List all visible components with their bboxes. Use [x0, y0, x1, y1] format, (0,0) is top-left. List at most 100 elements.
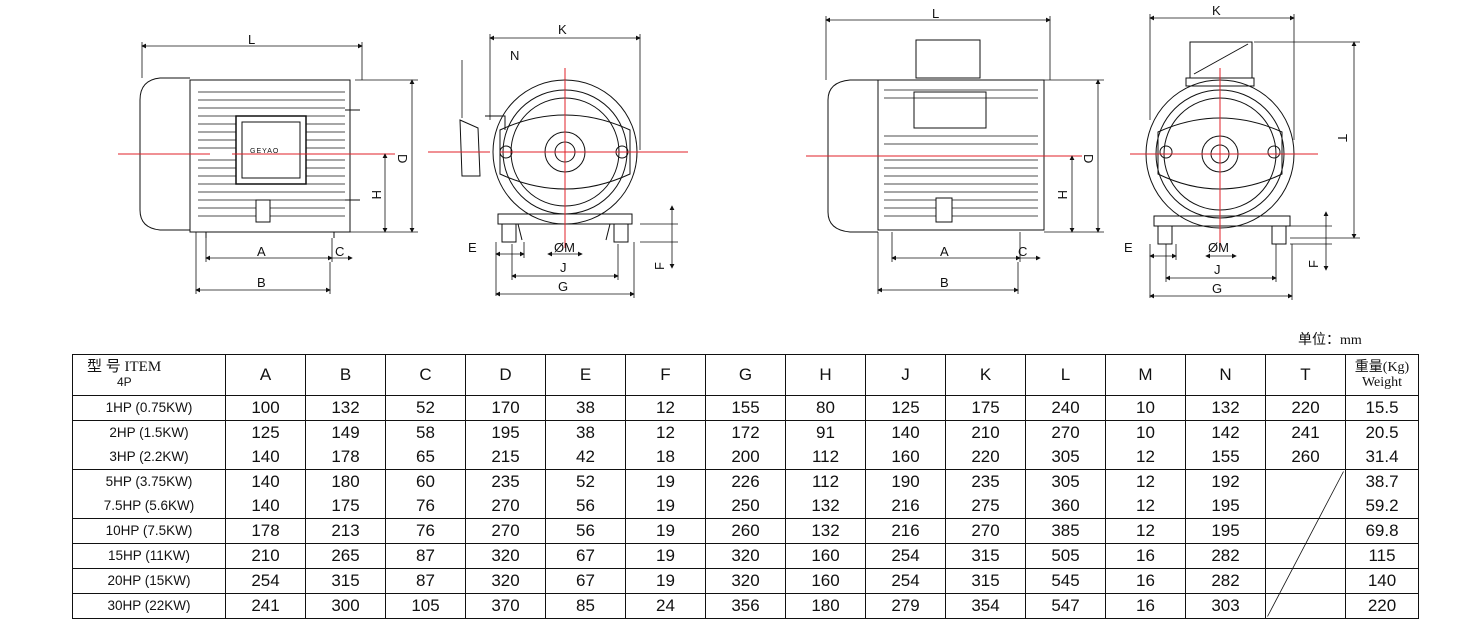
value-cell-F: 18: [625, 445, 706, 470]
value-cell-B: 180: [305, 469, 386, 494]
value-cell-T: 241: [1265, 420, 1346, 445]
value-cell-E: 56: [545, 494, 626, 519]
value-cell-A: 241: [225, 593, 306, 619]
column-header-K: K: [945, 354, 1026, 396]
value-cell-A: 140: [225, 445, 306, 470]
value-cell-T: [1265, 518, 1346, 544]
value-cell-A: 210: [225, 543, 306, 569]
dim-label-T-4: T: [1335, 134, 1350, 142]
value-cell-G: 250: [705, 494, 786, 519]
value-cell-F: 12: [625, 420, 706, 445]
value-cell-L: 385: [1025, 518, 1106, 544]
value-cell-F: 19: [625, 568, 706, 594]
side-view-3-dimensions: [825, 16, 1104, 294]
technical-drawings: GEYAO L D H A C B: [118, 3, 1360, 300]
value-cell-G: 356: [705, 593, 786, 619]
value-cell-D: 270: [465, 494, 546, 519]
value-cell-B: 213: [305, 518, 386, 544]
value-cell-C: 76: [385, 518, 466, 544]
value-cell-B: 178: [305, 445, 386, 470]
value-cell-C: 52: [385, 395, 466, 421]
column-header-M: M: [1105, 354, 1186, 396]
value-cell-J: 190: [865, 469, 946, 494]
value-cell-J: 125: [865, 395, 946, 421]
column-header-G: G: [705, 354, 786, 396]
dim-label-F-4: F: [1306, 260, 1321, 268]
value-cell-F: 12: [625, 395, 706, 421]
weight-cell: 140: [1345, 568, 1419, 594]
weight-cell: 31.4: [1345, 445, 1419, 470]
dim-label-J-4: J: [1214, 262, 1221, 277]
value-cell-G: 226: [705, 469, 786, 494]
value-cell-N: 282: [1185, 543, 1266, 569]
dim-label-D-1: D: [395, 154, 410, 163]
value-cell-A: 178: [225, 518, 306, 544]
value-cell-D: 215: [465, 445, 546, 470]
value-cell-K: 235: [945, 469, 1026, 494]
dim-label-K-2: K: [558, 22, 567, 37]
value-cell-J: 254: [865, 568, 946, 594]
value-cell-C: 58: [385, 420, 466, 445]
value-cell-A: 125: [225, 420, 306, 445]
dim-label-C-3: C: [1018, 244, 1027, 259]
value-cell-J: 279: [865, 593, 946, 619]
model-cell: 3HP (2.2KW): [72, 445, 226, 470]
value-cell-B: 265: [305, 543, 386, 569]
value-cell-N: 132: [1185, 395, 1266, 421]
value-cell-J: 216: [865, 518, 946, 544]
value-cell-D: 320: [465, 543, 546, 569]
weight-cell: 220: [1345, 593, 1419, 619]
value-cell-K: 210: [945, 420, 1026, 445]
dim-label-A-3: A: [940, 244, 949, 259]
value-cell-G: 200: [705, 445, 786, 470]
value-cell-D: 370: [465, 593, 546, 619]
model-cell: 5HP (3.75KW): [72, 469, 226, 494]
value-cell-A: 100: [225, 395, 306, 421]
column-header-N: N: [1185, 354, 1266, 396]
dim-label-A-1: A: [257, 244, 266, 259]
value-cell-H: 132: [785, 494, 866, 519]
column-header-E: E: [545, 354, 626, 396]
value-cell-K: 275: [945, 494, 1026, 519]
column-header-F: F: [625, 354, 706, 396]
value-cell-H: 80: [785, 395, 866, 421]
column-header-B: B: [305, 354, 386, 396]
column-header-A: A: [225, 354, 306, 396]
value-cell-L: 505: [1025, 543, 1106, 569]
value-cell-T: [1265, 469, 1346, 494]
weight-cell: 115: [1345, 543, 1419, 569]
value-cell-N: 303: [1185, 593, 1266, 619]
value-cell-B: 132: [305, 395, 386, 421]
weight-cell: 20.5: [1345, 420, 1419, 445]
value-cell-N: 155: [1185, 445, 1266, 470]
model-cell: 10HP (7.5KW): [72, 518, 226, 544]
weight-header-cn: 重量(Kg): [1354, 360, 1410, 375]
value-cell-J: 216: [865, 494, 946, 519]
column-header-T: T: [1265, 354, 1346, 396]
weight-cell: 59.2: [1345, 494, 1419, 519]
dim-label-D-3: D: [1081, 154, 1096, 163]
value-cell-H: 160: [785, 543, 866, 569]
value-cell-E: 67: [545, 568, 626, 594]
value-cell-K: 315: [945, 568, 1026, 594]
value-cell-L: 305: [1025, 445, 1106, 470]
value-cell-C: 87: [385, 568, 466, 594]
value-cell-L: 545: [1025, 568, 1106, 594]
dim-label-M-4: ØM: [1208, 240, 1229, 255]
value-cell-J: 254: [865, 543, 946, 569]
side-view-1-dimensions: [141, 42, 418, 294]
model-cell: 30HP (22KW): [72, 593, 226, 619]
value-cell-C: 65: [385, 445, 466, 470]
value-cell-C: 76: [385, 494, 466, 519]
value-cell-E: 67: [545, 543, 626, 569]
dim-label-B-3: B: [940, 275, 949, 290]
value-cell-M: 16: [1105, 543, 1186, 569]
value-cell-A: 254: [225, 568, 306, 594]
value-cell-C: 60: [385, 469, 466, 494]
value-cell-N: 142: [1185, 420, 1266, 445]
value-cell-B: 175: [305, 494, 386, 519]
